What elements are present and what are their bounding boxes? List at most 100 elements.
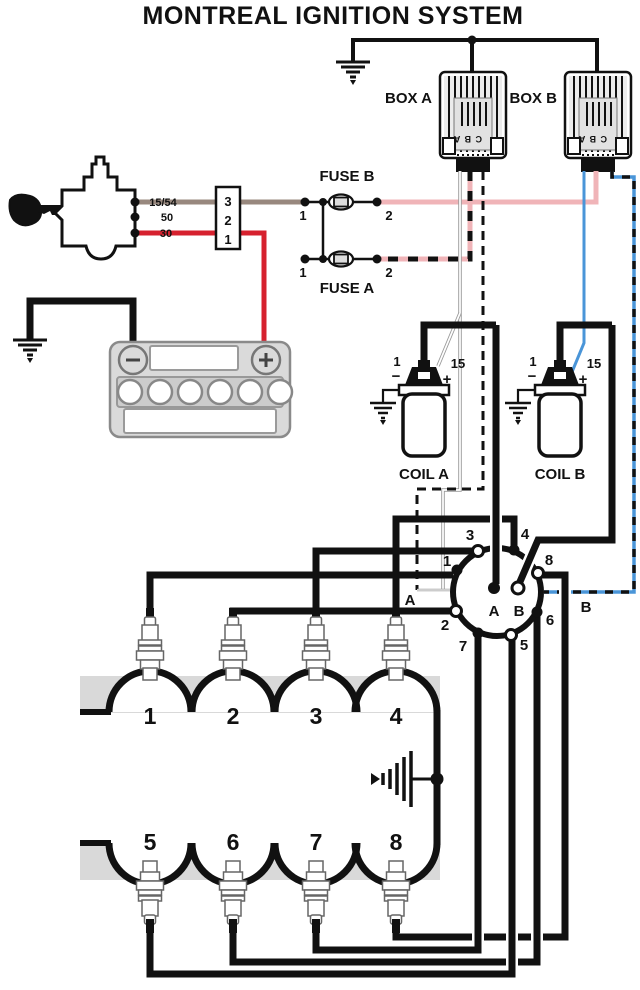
fuse-b-terminal-2: [372, 197, 382, 207]
top-bank-cylinders: [80, 667, 441, 715]
coil-b: 1 − 15 + COIL B: [505, 321, 612, 483]
pickup-side-a-label: A: [405, 592, 416, 609]
spark-plug-icon: [301, 860, 331, 933]
spark-plug-icon: [218, 860, 248, 933]
coil-b-body: [537, 392, 583, 458]
wire-pink-fuse-b: [377, 171, 599, 205]
coil-a-neg-num: 1: [393, 354, 400, 369]
spark-plug-icon: [135, 860, 165, 933]
fuse-b-pin-1: 1: [299, 208, 306, 223]
battery-cell-caps: [116, 378, 294, 406]
cylinder-5-label: 5: [144, 829, 157, 855]
fuse-b-terminal-1: [300, 197, 310, 207]
pickup-side-b-label: B: [581, 599, 592, 616]
switch-body: [52, 155, 137, 261]
distributor: 1 2 3 4 5 6 7 8 A B A B: [405, 325, 618, 655]
lead-cyl-2: [229, 607, 450, 622]
coil-a-body: [401, 392, 447, 458]
cylinder-4-label: 4: [390, 703, 403, 729]
lead-cyl-7: [312, 637, 482, 954]
cap-terminal-6: [531, 606, 543, 618]
box-a-pin-labels: C B A: [453, 134, 482, 144]
rotor-label-b: B: [514, 603, 525, 620]
cylinder-8-label: 8: [390, 829, 403, 855]
coil-a-minus: −: [392, 368, 401, 385]
coil-b-ground-wire: [516, 388, 537, 402]
box-ground-net: [336, 35, 599, 85]
coil-a-plus: +: [443, 371, 452, 388]
cap-label-8: 8: [545, 552, 553, 569]
connector-pin-2: 2: [224, 213, 231, 228]
coil-b-minus: −: [528, 368, 537, 385]
terminal-label-50: 50: [161, 212, 173, 224]
coil-b-neg-num: 1: [529, 354, 536, 369]
fuse-a-pin-2: 2: [385, 265, 392, 280]
terminal-dot-15-54: [130, 197, 140, 207]
cap-terminal-2: [449, 604, 463, 618]
coil-a-label: COIL A: [399, 466, 449, 483]
cap-terminal-1: [451, 564, 463, 576]
battery: [108, 340, 294, 439]
spark-plug-icon: [301, 608, 331, 681]
coil-b-plus: +: [579, 371, 588, 388]
coil-b-pos-num: 15: [587, 356, 601, 371]
spark-plug-icon: [381, 608, 411, 681]
wire-dashed-box-a: [415, 171, 485, 590]
connector-pin-1: 1: [224, 232, 231, 247]
junction-dot: [319, 255, 327, 263]
wire-blue-dashed-box-b-dashes: [544, 171, 636, 594]
coil-b-label: COIL B: [535, 466, 586, 483]
coil-a-pos-num: 15: [451, 356, 465, 371]
cap-terminal-8: [531, 566, 545, 580]
fuse-b-pin-2: 2: [385, 208, 392, 223]
cap-label-6: 6: [546, 612, 554, 629]
lead-cyl-5: [146, 639, 516, 978]
box-a-connector: [456, 158, 490, 172]
terminal-label-30: 30: [160, 228, 172, 240]
fuse-a-terminal-1: [300, 254, 310, 264]
coil-a: 1 − 15 + COIL A: [370, 321, 496, 483]
cap-terminal-3: [471, 544, 485, 558]
page-title: MONTREAL IGNITION SYSTEM: [143, 2, 524, 30]
wire-red-30: [135, 230, 267, 345]
fuse-a-terminal-2: [372, 254, 382, 264]
box-b-connector: [581, 158, 615, 172]
cap-label-5: 5: [520, 637, 528, 654]
spark-plug-icon: [218, 608, 248, 681]
coil-a-ground-wire: [381, 388, 401, 402]
cylinder-2-label: 2: [227, 703, 240, 729]
fuse-a-label: FUSE A: [320, 280, 375, 297]
fuse-b-label: FUSE B: [319, 168, 374, 185]
cap-label-7: 7: [459, 638, 467, 655]
ground-icon: [13, 338, 47, 363]
bottom-bank-cylinders: [80, 840, 441, 888]
spark-plug-icon: [135, 608, 165, 681]
lead-cyl-1: [146, 571, 453, 622]
cap-terminal-5: [504, 628, 518, 642]
fuse-a: FUSE A 1 2: [299, 250, 393, 297]
lead-cyl-6: [229, 616, 541, 966]
rotor-label-a: A: [489, 603, 500, 620]
ground-icon: [370, 401, 396, 425]
ground-icon: [505, 401, 531, 425]
cap-label-1: 1: [443, 553, 451, 570]
wire-striped-fuse-a-dashes: [377, 171, 473, 262]
box-a: C B A: [438, 70, 508, 172]
ht-lead-coil-a: [420, 321, 496, 364]
battery-ground-wire: [26, 297, 137, 344]
cap-terminal-4: [508, 544, 520, 556]
key-icon: [8, 193, 43, 227]
spark-plugs-top: [135, 608, 411, 681]
lead-cyl-4: [392, 515, 518, 622]
cap-label-3: 3: [466, 527, 474, 544]
rotor-contact-b: [510, 580, 526, 596]
rotor-contact-a: [488, 582, 500, 594]
cylinder-6-label: 6: [227, 829, 240, 855]
ground-icon: [336, 60, 370, 85]
ignition-switch: 15/54 50 30: [8, 155, 178, 261]
box-a-label: BOX A: [385, 90, 432, 107]
terminal-dot-30: [130, 228, 140, 238]
connector-pin-3: 3: [224, 194, 231, 209]
box-b-pin-labels: C B A: [578, 134, 607, 144]
